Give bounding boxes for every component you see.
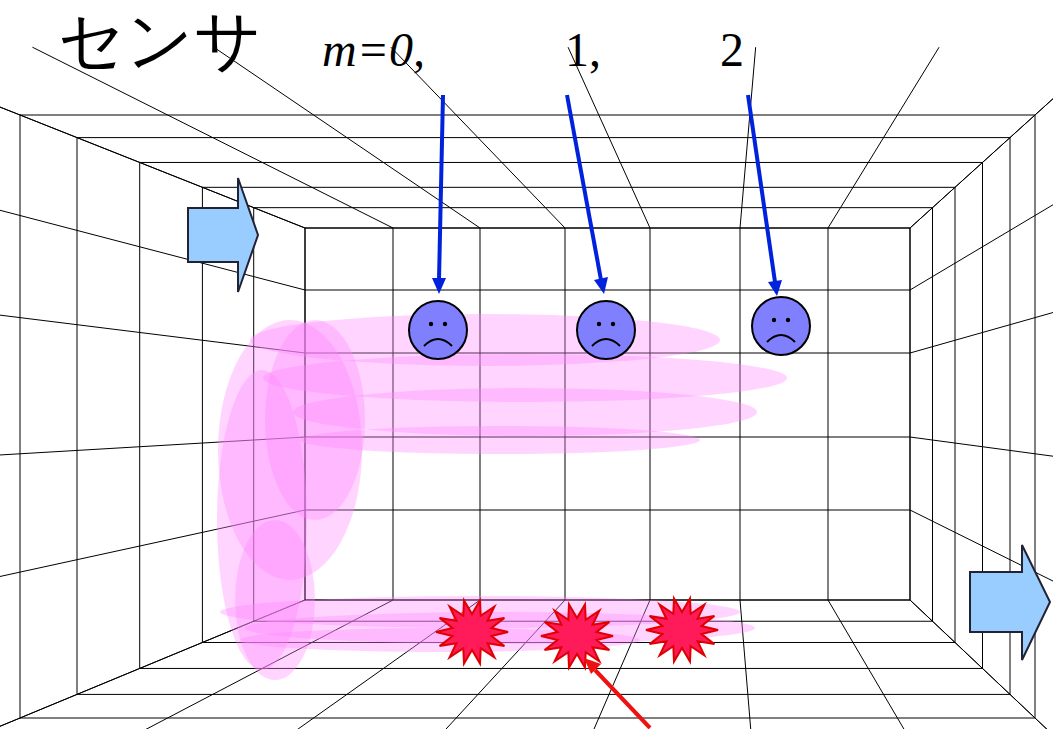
- sensor-index: 1,: [565, 26, 601, 74]
- sensor-eye: [429, 322, 433, 326]
- grid-line: [0, 171, 305, 290]
- grid-ring: [77, 138, 1010, 695]
- grid-line: [391, 47, 565, 228]
- flow-arrow: [188, 178, 1050, 660]
- sensor-face: [409, 297, 810, 359]
- grid-line: [910, 437, 1053, 464]
- grid-line: [828, 600, 939, 729]
- grid-line: [305, 228, 910, 229]
- grid-line: [910, 47, 1053, 228]
- grid-line: [0, 47, 305, 228]
- grid-line: [305, 290, 910, 291]
- grid-line: [305, 510, 910, 511]
- gas-source: [436, 598, 718, 667]
- sensor-face: [752, 297, 810, 355]
- sensor-eye: [772, 318, 776, 322]
- sensor-face: [577, 301, 635, 359]
- sensor-mouth: [424, 339, 452, 346]
- sensor-eye: [597, 322, 601, 326]
- sensor-eye: [611, 322, 615, 326]
- grid-ring: [20, 115, 1035, 718]
- sensor-eye: [786, 318, 790, 322]
- grid-line: [0, 47, 305, 228]
- grid-line: [910, 296, 1053, 353]
- grid-line: [568, 47, 650, 228]
- gas-source: [436, 600, 508, 663]
- sensor-mouth: [592, 339, 620, 346]
- grid-line: [910, 47, 1053, 228]
- sensor-mouth: [767, 335, 795, 342]
- gas-plume: [217, 314, 787, 680]
- leader-arrow: [432, 95, 782, 296]
- sensor-index: 2: [720, 26, 744, 74]
- grid-line: [740, 600, 756, 729]
- sensor-face: [409, 301, 467, 359]
- gas-source: [646, 598, 718, 661]
- grid-ring: [254, 208, 933, 622]
- grid-line: [910, 171, 1053, 290]
- gas-source: [541, 604, 613, 667]
- sensor-eye: [443, 322, 447, 326]
- sensor-index: m=0,: [322, 26, 425, 74]
- sensor-title: センサ: [58, 8, 262, 74]
- grid-line: [828, 47, 939, 228]
- grid-line: [828, 228, 829, 600]
- perspective-grid: [0, 47, 1053, 729]
- pointer-arrow: [584, 658, 650, 728]
- grid-ring: [202, 187, 955, 642]
- grid-line: [910, 228, 911, 600]
- grid-line: [32, 47, 393, 228]
